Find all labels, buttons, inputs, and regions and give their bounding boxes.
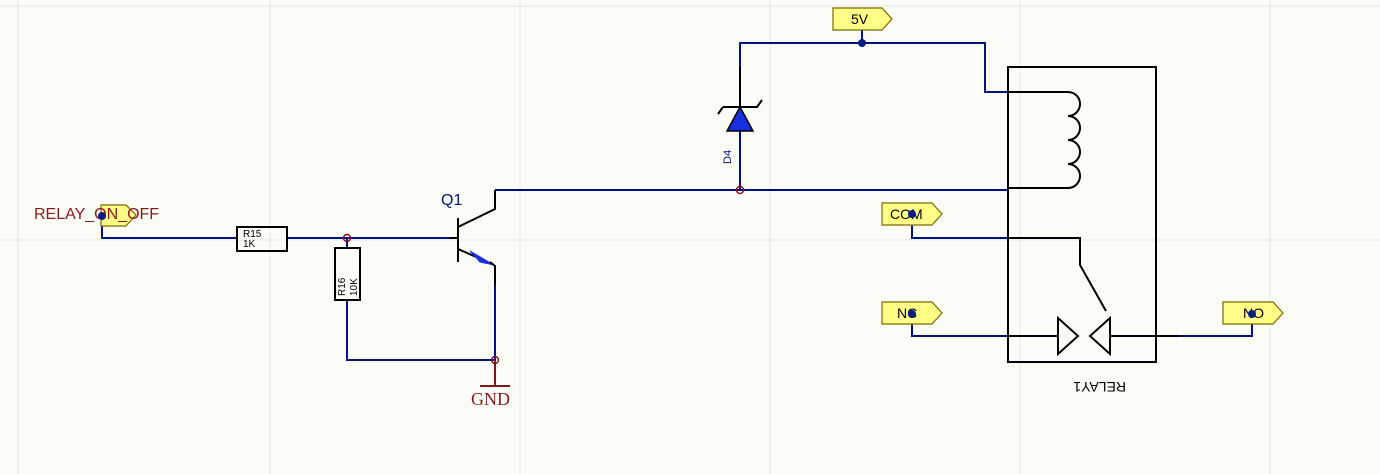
- diode-d4[interactable]: D4: [717, 67, 763, 164]
- r16-designator: R16: [337, 277, 348, 296]
- relay-coil: [1008, 91, 1081, 189]
- net-label-relay-on-off: RELAY_ON_OFF: [34, 206, 159, 223]
- port-5v-label: 5V: [851, 11, 869, 27]
- port-com-label: COM: [890, 206, 923, 222]
- transistor-q1[interactable]: Q1: [441, 190, 496, 285]
- gnd-label: GND: [471, 389, 510, 409]
- d4-designator: D4: [722, 150, 734, 164]
- port-5v[interactable]: 5V: [832, 7, 893, 31]
- r15-value: 1K: [243, 239, 256, 250]
- relay-relay1[interactable]: RELAY1: [1007, 66, 1178, 395]
- ground-symbol[interactable]: GND: [471, 360, 510, 409]
- port-relay-on-off[interactable]: [100, 204, 137, 227]
- relay-no-contact: [1088, 315, 1111, 357]
- relay-designator: RELAY1: [1073, 379, 1126, 395]
- q1-designator: Q1: [441, 192, 462, 209]
- emitter-arrow: [469, 250, 495, 266]
- wire-r16-ground[interactable]: [346, 300, 495, 361]
- junctions: [342, 185, 745, 365]
- relay-com-contact: [1008, 237, 1107, 312]
- pin-dots: [98, 39, 1256, 318]
- r16-value: 10K: [349, 278, 360, 296]
- resistor-r16[interactable]: R16 10K: [334, 247, 361, 301]
- resistor-r15[interactable]: R15 1K: [236, 226, 288, 252]
- wire-supply[interactable]: [739, 24, 1008, 93]
- r15-designator: R15: [243, 229, 262, 240]
- relay-nc-contact: [1057, 315, 1080, 357]
- wires: [101, 24, 1253, 361]
